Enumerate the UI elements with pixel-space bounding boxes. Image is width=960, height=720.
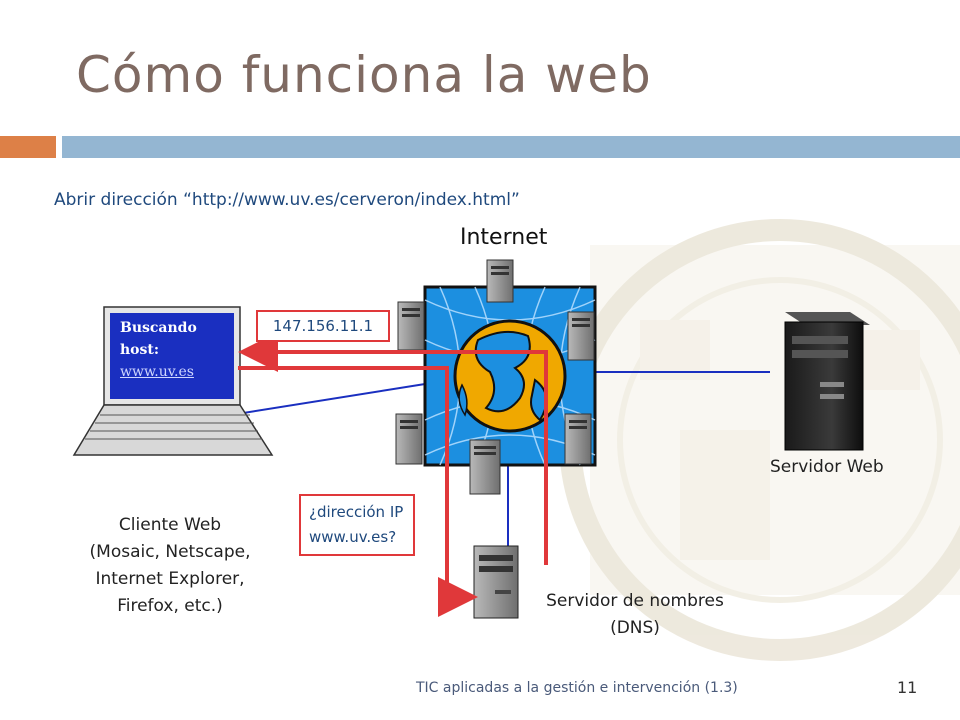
web-server-tower-icon — [784, 312, 870, 451]
slide-title: Cómo funciona la web — [76, 46, 652, 104]
client-screen: Buscando host: www.uv.es — [110, 313, 234, 399]
screen-line-searching: Buscando — [120, 320, 197, 336]
dns-query-box: ¿dirección IP www.uv.es? — [299, 494, 415, 556]
client-label-line: Cliente Web — [118, 515, 222, 535]
dns-query-line1: ¿dirección IP — [309, 503, 404, 521]
dns-query-line2: www.uv.es? — [309, 528, 397, 546]
dns-server-tower-icon — [473, 545, 519, 619]
internet-server-icon — [486, 259, 514, 303]
internet-server-icon — [567, 311, 595, 361]
client-label-line: Firefox, etc.) — [117, 596, 223, 616]
internet-server-icon — [469, 439, 501, 495]
web-server-label: Servidor Web — [770, 457, 884, 477]
slide-footer: TIC aplicadas a la gestión e intervenció… — [416, 680, 738, 696]
title-accent-orange-bar — [0, 136, 56, 158]
internet-label: Internet — [460, 225, 548, 250]
ip-reply-box: 147.156.11.1 — [256, 310, 390, 342]
title-accent-blue-bar — [62, 136, 960, 158]
internet-server-icon — [564, 413, 592, 465]
open-address-caption: Abrir dirección “http://www.uv.es/cerver… — [54, 190, 520, 210]
client-label: Cliente Web (Mosaic, Netscape, Internet … — [50, 512, 290, 620]
link-client-internet — [236, 383, 426, 415]
client-label-line: (Mosaic, Netscape, — [89, 542, 251, 562]
screen-line-host: host: — [120, 342, 160, 358]
university-seal-watermark — [559, 219, 960, 661]
client-label-line: Internet Explorer, — [95, 569, 245, 589]
dns-label-line: (DNS) — [610, 618, 660, 638]
internet-server-icon — [397, 301, 425, 351]
screen-host-url: www.uv.es — [120, 364, 194, 380]
page-number: 11 — [897, 678, 918, 697]
dns-query-arrow — [238, 366, 478, 617]
internet-server-icon — [395, 413, 423, 465]
ip-reply-arrow — [238, 332, 548, 565]
dns-server-label: Servidor de nombres (DNS) — [530, 588, 740, 642]
dns-label-line: Servidor de nombres — [546, 591, 724, 611]
internet-cloud — [423, 285, 597, 467]
